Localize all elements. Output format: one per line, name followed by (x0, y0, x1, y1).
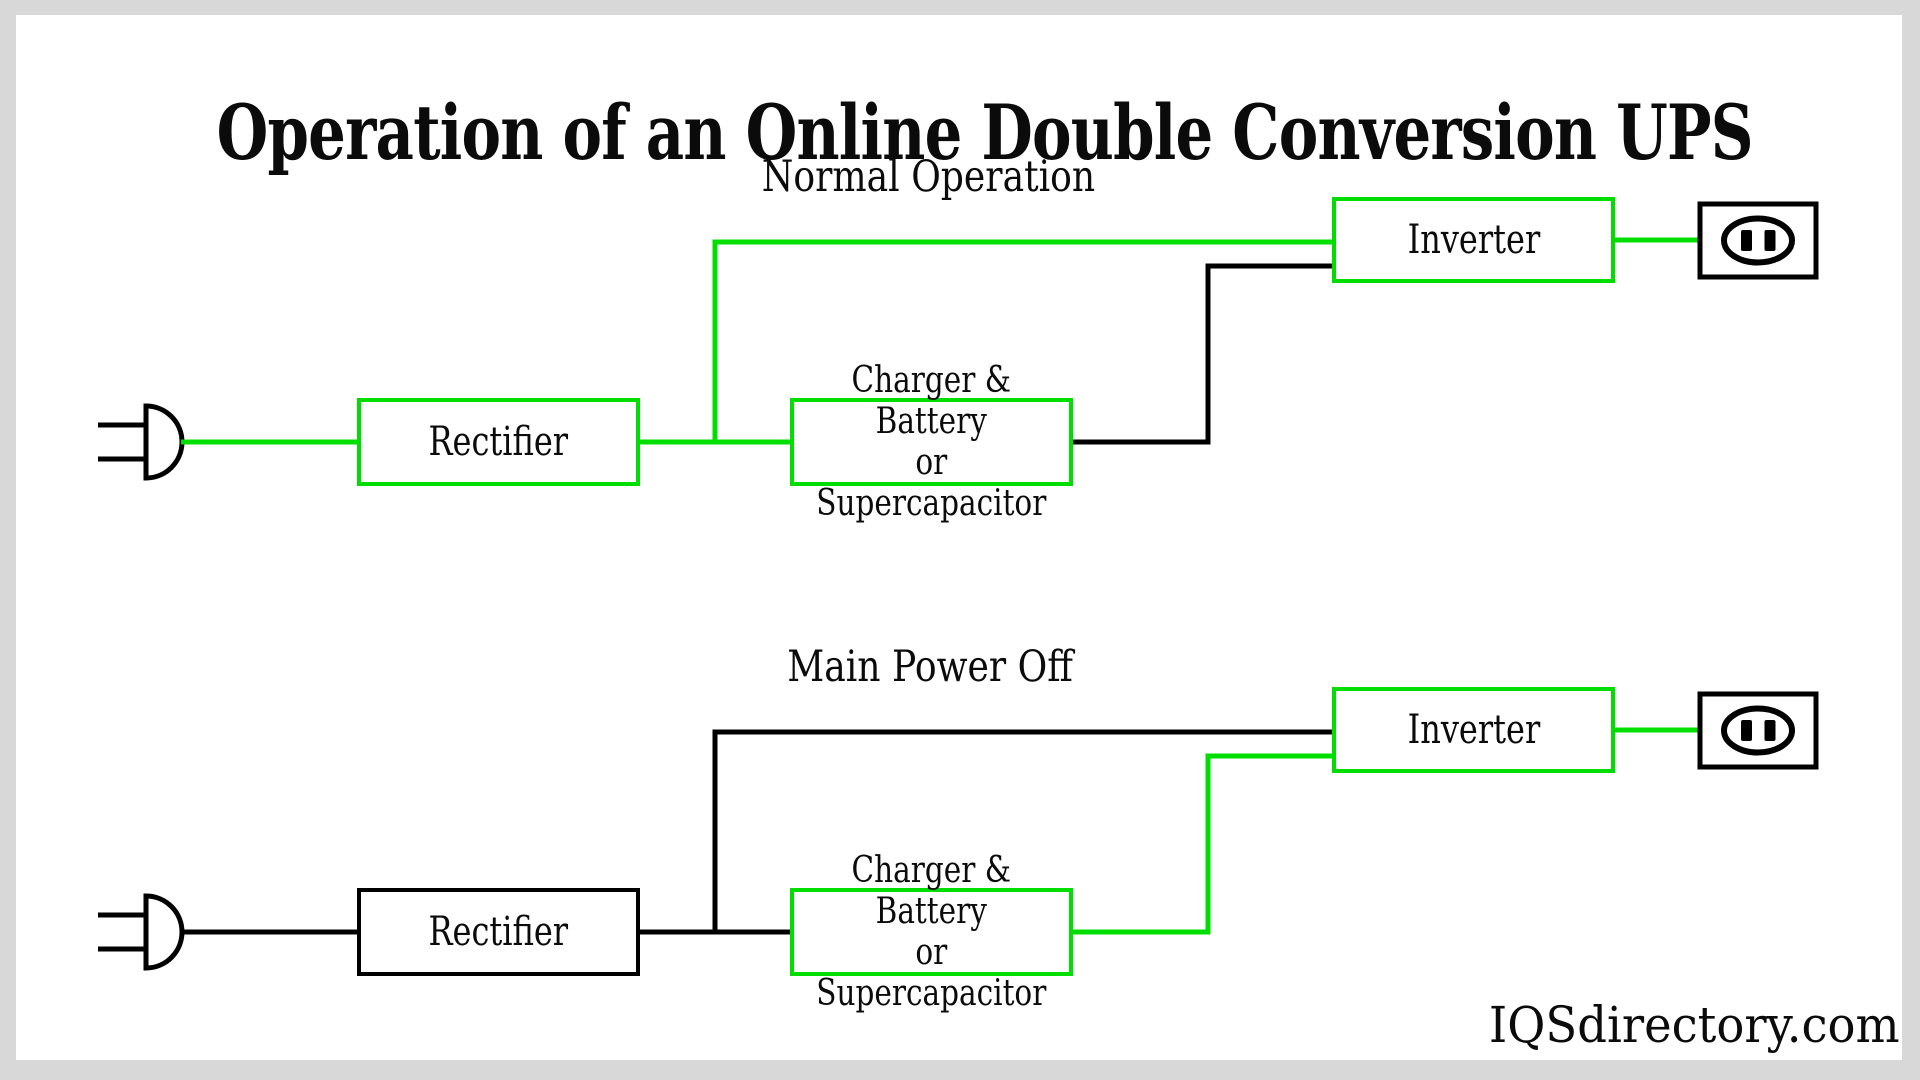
rectifier-label: Rectifier (428, 419, 569, 465)
power-plug-icon (98, 893, 185, 971)
outlet-slot-left (1741, 230, 1752, 251)
plug-prongs (98, 422, 146, 462)
plug-body (143, 893, 185, 971)
wire-charger-to-inverter (1071, 753, 1334, 935)
watermark-text: IQSdirectory.com (1489, 996, 1900, 1054)
section-label-text: Main Power Off (787, 642, 1073, 692)
power-outlet-icon (1697, 201, 1819, 280)
outlet-slot-right (1764, 230, 1776, 251)
charger-label-line2: or Supercapacitor (816, 932, 1047, 1014)
charger-battery-box: Charger & Battery or Supercapacitor (790, 850, 1073, 1014)
charger-battery-box: Charger & Battery or Supercapacitor (790, 360, 1073, 524)
outlet-slot-right (1764, 720, 1776, 741)
plug-body (143, 403, 185, 481)
section-label-text: Normal Operation (761, 152, 1095, 202)
outlet-socket (1721, 705, 1795, 756)
rectifier-box: Rectifier (357, 888, 640, 976)
power-plug-icon (98, 403, 185, 481)
section-label-normal-operation: Normal Operation (728, 156, 1128, 199)
inverter-label: Inverter (1407, 707, 1540, 753)
inverter-box: Inverter (1332, 687, 1615, 773)
charger-battery-label: Charger & Battery or Supercapacitor (816, 850, 1046, 1014)
page-title: Operation of an Online Double Conversion… (0, 87, 1920, 177)
charger-label-line1: Charger & Battery (851, 850, 1012, 932)
rectifier-box: Rectifier (357, 398, 640, 486)
outlet-slot-left (1741, 720, 1752, 741)
section-label-main-power-off: Main Power Off (730, 646, 1130, 689)
charger-label-line1: Charger & Battery (851, 360, 1012, 442)
page-title-text: Operation of an Online Double Conversion… (216, 87, 1754, 177)
power-outlet-icon (1697, 691, 1819, 770)
outlet-socket (1721, 215, 1795, 266)
charger-label-line2: or Supercapacitor (816, 442, 1047, 524)
charger-battery-label: Charger & Battery or Supercapacitor (816, 360, 1046, 524)
inverter-label: Inverter (1407, 217, 1540, 263)
watermark: IQSdirectory.com (1458, 1000, 1900, 1050)
wire-charger-to-inverter (1071, 263, 1334, 445)
plug-prongs (98, 912, 146, 952)
inverter-box: Inverter (1332, 197, 1615, 283)
wire-rectifier-to-inverter (712, 729, 1334, 934)
infographic-canvas (16, 15, 1902, 1060)
rectifier-label: Rectifier (428, 909, 569, 955)
wire-rectifier-to-inverter (712, 239, 1334, 444)
